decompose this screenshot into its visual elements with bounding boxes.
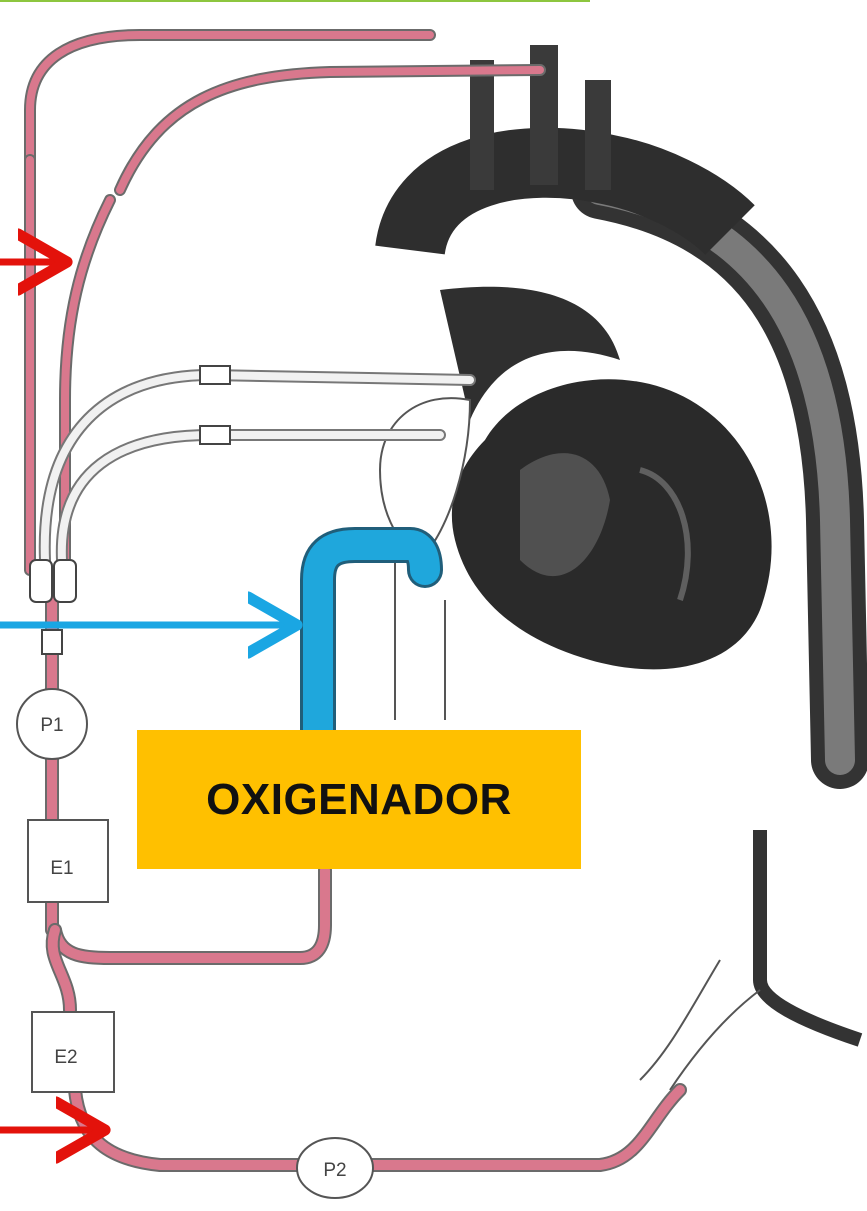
element-e1: E1	[28, 820, 108, 902]
pump-p2: P2	[297, 1138, 373, 1198]
p2-label: P2	[323, 1160, 346, 1181]
e2-label: E2	[54, 1047, 77, 1068]
element-e2: E2	[32, 1012, 114, 1092]
oxygenator-label: OXIGENADOR	[206, 775, 512, 825]
oxygenator-label-box: OXIGENADOR	[137, 730, 581, 869]
blue-drainage-cannula	[318, 545, 425, 740]
pump-p1: P1	[17, 689, 87, 759]
e1-label: E1	[50, 858, 73, 879]
p1-label: P1	[40, 715, 63, 736]
heart-illustration	[380, 45, 860, 1090]
